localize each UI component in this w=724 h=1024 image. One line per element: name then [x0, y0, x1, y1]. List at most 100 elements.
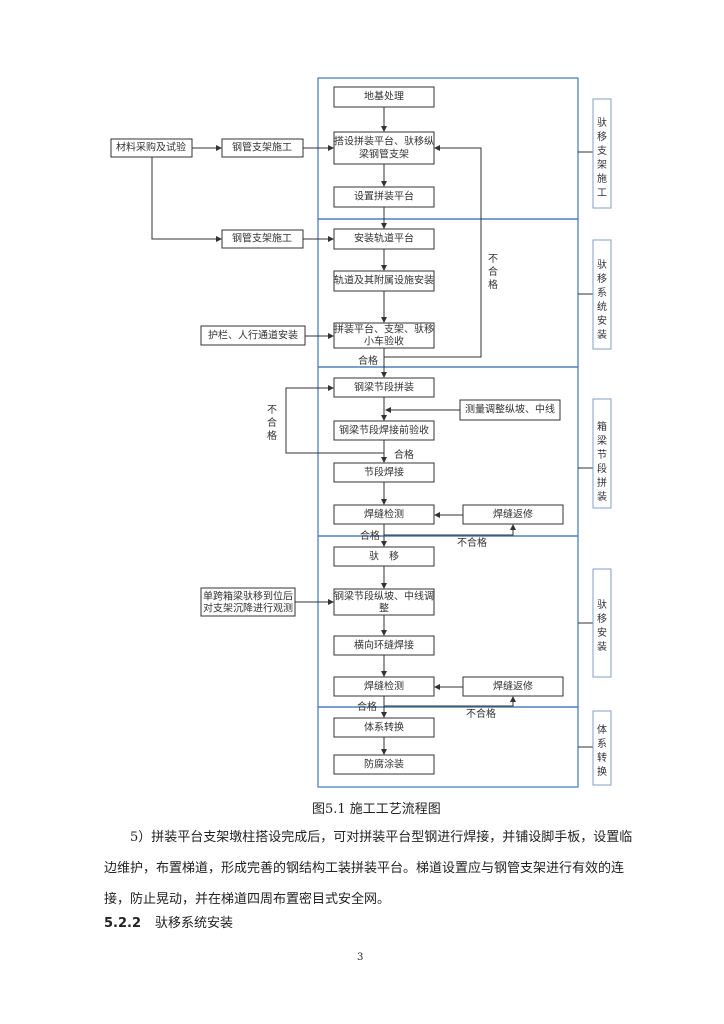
svg-text:焊缝返修: 焊缝返修 — [493, 680, 533, 693]
svg-text:拼: 拼 — [597, 476, 607, 489]
stage-label-system: 驮 移 系 统 安 装 — [592, 239, 612, 350]
svg-text:驮: 驮 — [597, 117, 607, 129]
svg-text:轨道及其附属设施安装: 轨道及其附属设施安装 — [334, 274, 434, 287]
svg-text:焊缝返修: 焊缝返修 — [493, 508, 533, 521]
svg-text:小车验收: 小车验收 — [364, 335, 404, 348]
svg-text:移: 移 — [597, 612, 607, 625]
svg-text:工: 工 — [597, 188, 607, 199]
box-material: 材料采购及试验 — [110, 138, 193, 158]
svg-text:系: 系 — [597, 738, 607, 750]
svg-text:移: 移 — [597, 272, 607, 285]
svg-text:安: 安 — [597, 626, 607, 639]
construction-flowchart: 驮 移 支 架 施 工 驮 移 系 统 安 装 箱 梁 节 段 拼 装 驮 移 … — [110, 77, 612, 788]
svg-text:焊缝检测: 焊缝检测 — [364, 680, 404, 693]
box-track-install: 轨道及其附属设施安装 — [333, 270, 435, 292]
box-ring-weld: 横向环缝焊接 — [333, 635, 435, 656]
box-weld-test-2: 焊缝检测 — [333, 676, 435, 697]
box-pipe-support-1: 钢管支架施工 — [221, 138, 304, 158]
box-weld-repair-2: 焊缝返修 — [462, 676, 564, 697]
box-track-platform: 安装轨道平台 — [333, 228, 435, 250]
svg-text:装: 装 — [597, 640, 607, 653]
svg-text:设置拼装平台: 设置拼装平台 — [354, 190, 414, 203]
body-paragraph: 5）拼装平台支架墩柱搭设完成后，可对拼装平台型钢进行焊接，并铺设脚手板，设置临边… — [104, 830, 633, 907]
label-fail-2a: 不 — [267, 405, 277, 416]
svg-text:安装轨道平台: 安装轨道平台 — [354, 232, 414, 245]
svg-text:地基处理: 地基处理 — [364, 90, 404, 103]
stage-label-move: 驮 移 安 装 — [592, 568, 612, 678]
svg-text:箱: 箱 — [597, 420, 607, 433]
stage-label-support: 驮 移 支 架 施 工 — [592, 98, 612, 209]
label-pass-3: 合格 — [360, 529, 380, 542]
box-segment-assembly: 钢梁节段拼装 — [333, 377, 435, 398]
box-guardrail: 护栏、人行通道安装 — [200, 325, 306, 346]
svg-text:材料采购及试验: 材料采购及试验 — [116, 141, 186, 154]
box-pipe-support-2: 钢管支架施工 — [221, 229, 304, 249]
svg-text:拼装平台、支架、驮移: 拼装平台、支架、驮移 — [334, 323, 434, 336]
svg-text:体系转换: 体系转换 — [364, 721, 404, 734]
stage-label-segment: 箱 梁 节 段 拼 装 — [592, 398, 612, 509]
box-weld-test-1: 焊缝检测 — [333, 504, 435, 525]
label-fail-1b: 合 — [488, 265, 498, 278]
svg-text:钢管支架施工: 钢管支架施工 — [232, 141, 292, 154]
page-number: 3 — [357, 952, 364, 963]
svg-text:梁钢管支架: 梁钢管支架 — [359, 148, 409, 161]
svg-text:段: 段 — [597, 462, 607, 475]
svg-text:换: 换 — [597, 765, 607, 778]
svg-text:体: 体 — [597, 724, 607, 736]
svg-text:装: 装 — [597, 328, 607, 341]
svg-text:钢梁节段纵坡、中线调: 钢梁节段纵坡、中线调 — [334, 590, 434, 603]
svg-text:驮: 驮 — [597, 599, 607, 611]
svg-text:支: 支 — [597, 145, 607, 157]
svg-text:护栏、人行通道安装: 护栏、人行通道安装 — [208, 329, 298, 342]
svg-text:单跨箱梁驮移到位后: 单跨箱梁驮移到位后 — [203, 590, 293, 603]
label-pass-1: 合格 — [358, 354, 378, 367]
label-fail-4: 不合格 — [466, 707, 496, 720]
svg-text:节: 节 — [597, 449, 607, 461]
svg-text:施: 施 — [597, 172, 607, 185]
figure-caption: 图5.1 施工工艺流程图 — [312, 802, 441, 817]
svg-text:梁: 梁 — [597, 434, 607, 447]
svg-text:钢梁节段拼装: 钢梁节段拼装 — [354, 381, 414, 394]
svg-text:对支架沉降进行观测: 对支架沉降进行观测 — [203, 602, 293, 615]
svg-text:横向环缝焊接: 横向环缝焊接 — [354, 639, 414, 652]
box-measure-adjust: 测量调整纵坡、中线 — [459, 399, 561, 421]
box-weld-repair-1: 焊缝返修 — [462, 504, 564, 525]
svg-text:移: 移 — [597, 130, 607, 143]
svg-text:节段焊接: 节段焊接 — [364, 466, 404, 479]
box-pre-weld-check: 钢梁节段焊接前验收 — [333, 420, 435, 441]
svg-text:架: 架 — [597, 159, 607, 171]
svg-text:安: 安 — [597, 314, 607, 327]
label-fail-1a: 不 — [488, 254, 498, 265]
box-foundation: 地基处理 — [333, 86, 435, 108]
svg-text:防腐涂装: 防腐涂装 — [364, 758, 404, 771]
svg-text:焊缝检测: 焊缝检测 — [364, 508, 404, 521]
box-anticorrosion: 防腐涂装 — [333, 754, 435, 775]
section-number: 5.2.2 — [104, 916, 142, 931]
box-move: 驮 移 — [333, 546, 435, 567]
svg-text:驮: 驮 — [597, 259, 607, 271]
box-system-convert: 体系转换 — [333, 717, 435, 738]
svg-text:统: 统 — [597, 300, 607, 313]
svg-text:装: 装 — [597, 490, 607, 503]
svg-text:测量调整纵坡、中线: 测量调整纵坡、中线 — [465, 403, 555, 416]
box-segment-weld: 节段焊接 — [333, 462, 435, 483]
svg-text:驮 移: 驮 移 — [369, 550, 399, 563]
label-fail-3: 不合格 — [457, 536, 487, 549]
svg-text:转: 转 — [597, 751, 607, 764]
label-fail-1c: 格 — [488, 278, 498, 291]
label-fail-2b: 合 — [267, 416, 277, 429]
label-pass-2: 合格 — [394, 448, 414, 461]
svg-text:整: 整 — [379, 602, 389, 615]
label-fail-2c: 格 — [267, 429, 277, 442]
label-pass-4: 合格 — [357, 700, 377, 713]
box-set-platform: 设置拼装平台 — [333, 186, 435, 208]
svg-text:搭设拼装平台、驮移纵: 搭设拼装平台、驮移纵 — [334, 135, 434, 148]
flow-arrows — [151, 107, 516, 755]
svg-text:系: 系 — [597, 287, 607, 299]
svg-text:钢梁节段焊接前验收: 钢梁节段焊接前验收 — [339, 424, 429, 437]
